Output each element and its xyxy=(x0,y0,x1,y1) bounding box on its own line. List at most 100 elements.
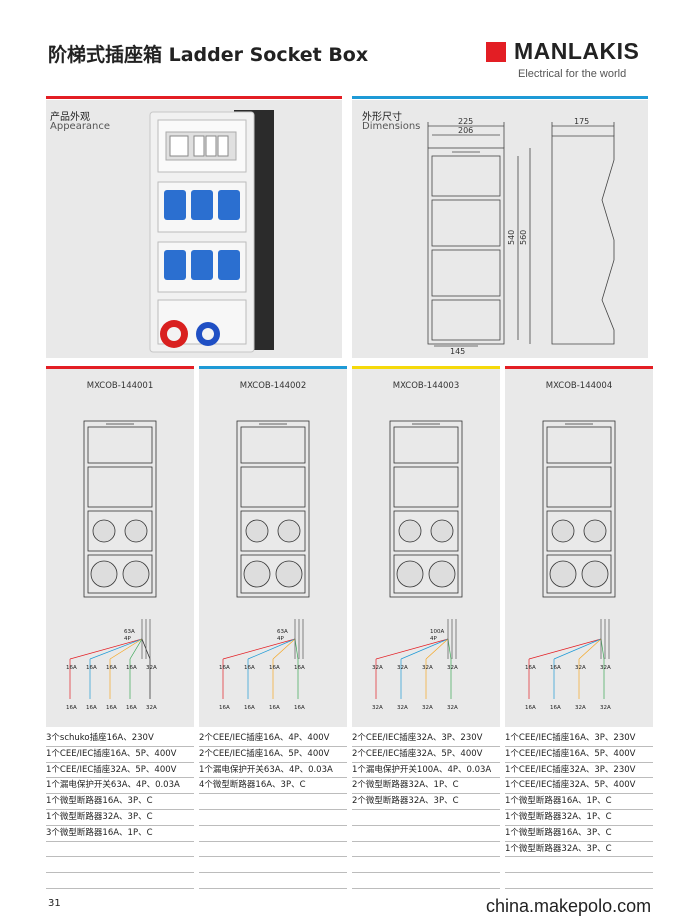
model-accent-bar xyxy=(505,366,653,369)
spec-line: 1个微型断路器32A、3P、C xyxy=(505,842,653,858)
breaker-mcb-1 xyxy=(193,135,205,157)
box-outline xyxy=(236,420,310,598)
spec-line: 3个微型断路器16A、1P、C xyxy=(46,826,194,842)
breaker-label: 16A xyxy=(269,665,280,671)
spec-line: 2个微型断路器32A、1P、C xyxy=(352,778,500,795)
outlet-label: 16A xyxy=(525,705,536,711)
breaker-label: 16A xyxy=(86,665,97,671)
model-accent-bar xyxy=(199,366,347,369)
box-outline xyxy=(389,420,463,598)
spec-line xyxy=(199,857,347,874)
outlet-label: 16A xyxy=(294,705,305,711)
outlet-label: 16A xyxy=(66,705,77,711)
dim-depth: 175 xyxy=(574,117,589,126)
breaker-label: 32A xyxy=(447,665,458,671)
outlet-label: 32A xyxy=(575,705,586,711)
spec-line: 1个微型断路器32A、1P、C xyxy=(505,810,653,826)
spec-line xyxy=(199,794,347,810)
outlet-label: 16A xyxy=(550,705,561,711)
model-name: MXCOB-144003 xyxy=(392,381,460,391)
breaker-mcb-3 xyxy=(217,135,229,157)
spec-line: 1个微型断路器16A、1P、C xyxy=(505,794,653,810)
breaker-label: 32A xyxy=(146,665,157,671)
spec-line: 2个CEE/IEC插座16A、4P、400V xyxy=(199,731,347,747)
spec-line xyxy=(46,857,194,874)
rcd-label: 63A xyxy=(124,629,135,635)
spec-line xyxy=(199,842,347,858)
dim-width-inner: 206 xyxy=(458,126,473,135)
schuko-socket-2 xyxy=(191,190,213,220)
rcd-poles: 4P xyxy=(277,636,284,642)
appearance-accent-bar xyxy=(46,96,342,99)
brand-tagline: Electrical for the world xyxy=(518,68,627,80)
model-name: MXCOB-144002 xyxy=(239,381,307,391)
breaker-label: 16A xyxy=(219,665,230,671)
brand-name: MANLAKIS xyxy=(514,38,640,64)
dim-bottom-width: 145 xyxy=(450,347,465,356)
outlet-label: 32A xyxy=(447,705,458,711)
outlet-label: 16A xyxy=(86,705,97,711)
dim-width-outer: 225 xyxy=(458,117,473,126)
rcd-poles: 4P xyxy=(430,636,437,642)
dim-height-inner: 540 xyxy=(507,230,516,245)
spec-line xyxy=(352,826,500,842)
dimensions-label-zh: 外形尺寸 xyxy=(362,112,402,123)
spec-line xyxy=(352,810,500,826)
dimension-drawing: 225 206 175 540 560 145 xyxy=(427,117,615,356)
spec-line xyxy=(46,873,194,889)
page-title: 阶梯式插座箱 Ladder Socket Box xyxy=(48,44,369,66)
breaker-label: 16A xyxy=(550,665,561,671)
breaker-label: 16A xyxy=(244,665,255,671)
breaker-label: 16A xyxy=(66,665,77,671)
breaker-label: 32A xyxy=(422,665,433,671)
spec-line xyxy=(505,873,653,889)
breaker-label: 32A xyxy=(397,665,408,671)
outlet-label: 16A xyxy=(106,705,117,711)
spec-line: 1个CEE/IEC插座16A、5P、400V xyxy=(46,747,194,763)
model-name: MXCOB-144001 xyxy=(86,381,154,391)
outlet-label: 16A xyxy=(244,705,255,711)
spec-line: 1个CEE/IEC插座32A、5P、400V xyxy=(46,763,194,779)
front-view-outline xyxy=(427,147,505,345)
spec-line: 1个漏电保护开关63A、4P、0.03A xyxy=(199,763,347,779)
spec-line xyxy=(46,842,194,858)
spec-line xyxy=(199,873,347,889)
model-name: MXCOB-144004 xyxy=(545,381,613,391)
appearance-panel: 产品外观 Appearance xyxy=(46,100,342,358)
spec-line xyxy=(199,826,347,842)
rcd-label: 100A xyxy=(430,629,444,635)
rcd-poles: 4P xyxy=(124,636,131,642)
box-outline xyxy=(542,420,616,598)
spec-line: 1个漏电保护开关100A、4P、0.03A xyxy=(352,763,500,779)
outlet-label: 16A xyxy=(219,705,230,711)
page-number: 31 xyxy=(48,898,61,909)
spec-line: 1个CEE/IEC插座16A、3P、230V xyxy=(505,731,653,747)
dimensions-accent-bar xyxy=(352,96,648,99)
breaker-label: 16A xyxy=(106,665,117,671)
spec-line: 1个CEE/IEC插座32A、3P、230V xyxy=(505,763,653,779)
model-accent-bar xyxy=(46,366,194,369)
outlet-label: 16A xyxy=(126,705,137,711)
spec-line xyxy=(505,857,653,874)
dimensions-panel: 外形尺寸 Dimensions 225 206 xyxy=(352,100,648,358)
outlet-label: 32A xyxy=(397,705,408,711)
spec-line: 2个微型断路器32A、3P、C xyxy=(352,794,500,810)
socket-box-photo xyxy=(149,110,274,353)
appearance-label-zh: 产品外观 xyxy=(50,112,90,123)
spec-line xyxy=(352,873,500,889)
schuko-socket-1 xyxy=(164,190,186,220)
spec-line: 1个微型断路器16A、3P、C xyxy=(46,794,194,810)
brand-logo-mark xyxy=(486,42,506,62)
breaker-label: 32A xyxy=(575,665,586,671)
breaker-label: 16A xyxy=(126,665,137,671)
breaker-label: 32A xyxy=(600,665,611,671)
